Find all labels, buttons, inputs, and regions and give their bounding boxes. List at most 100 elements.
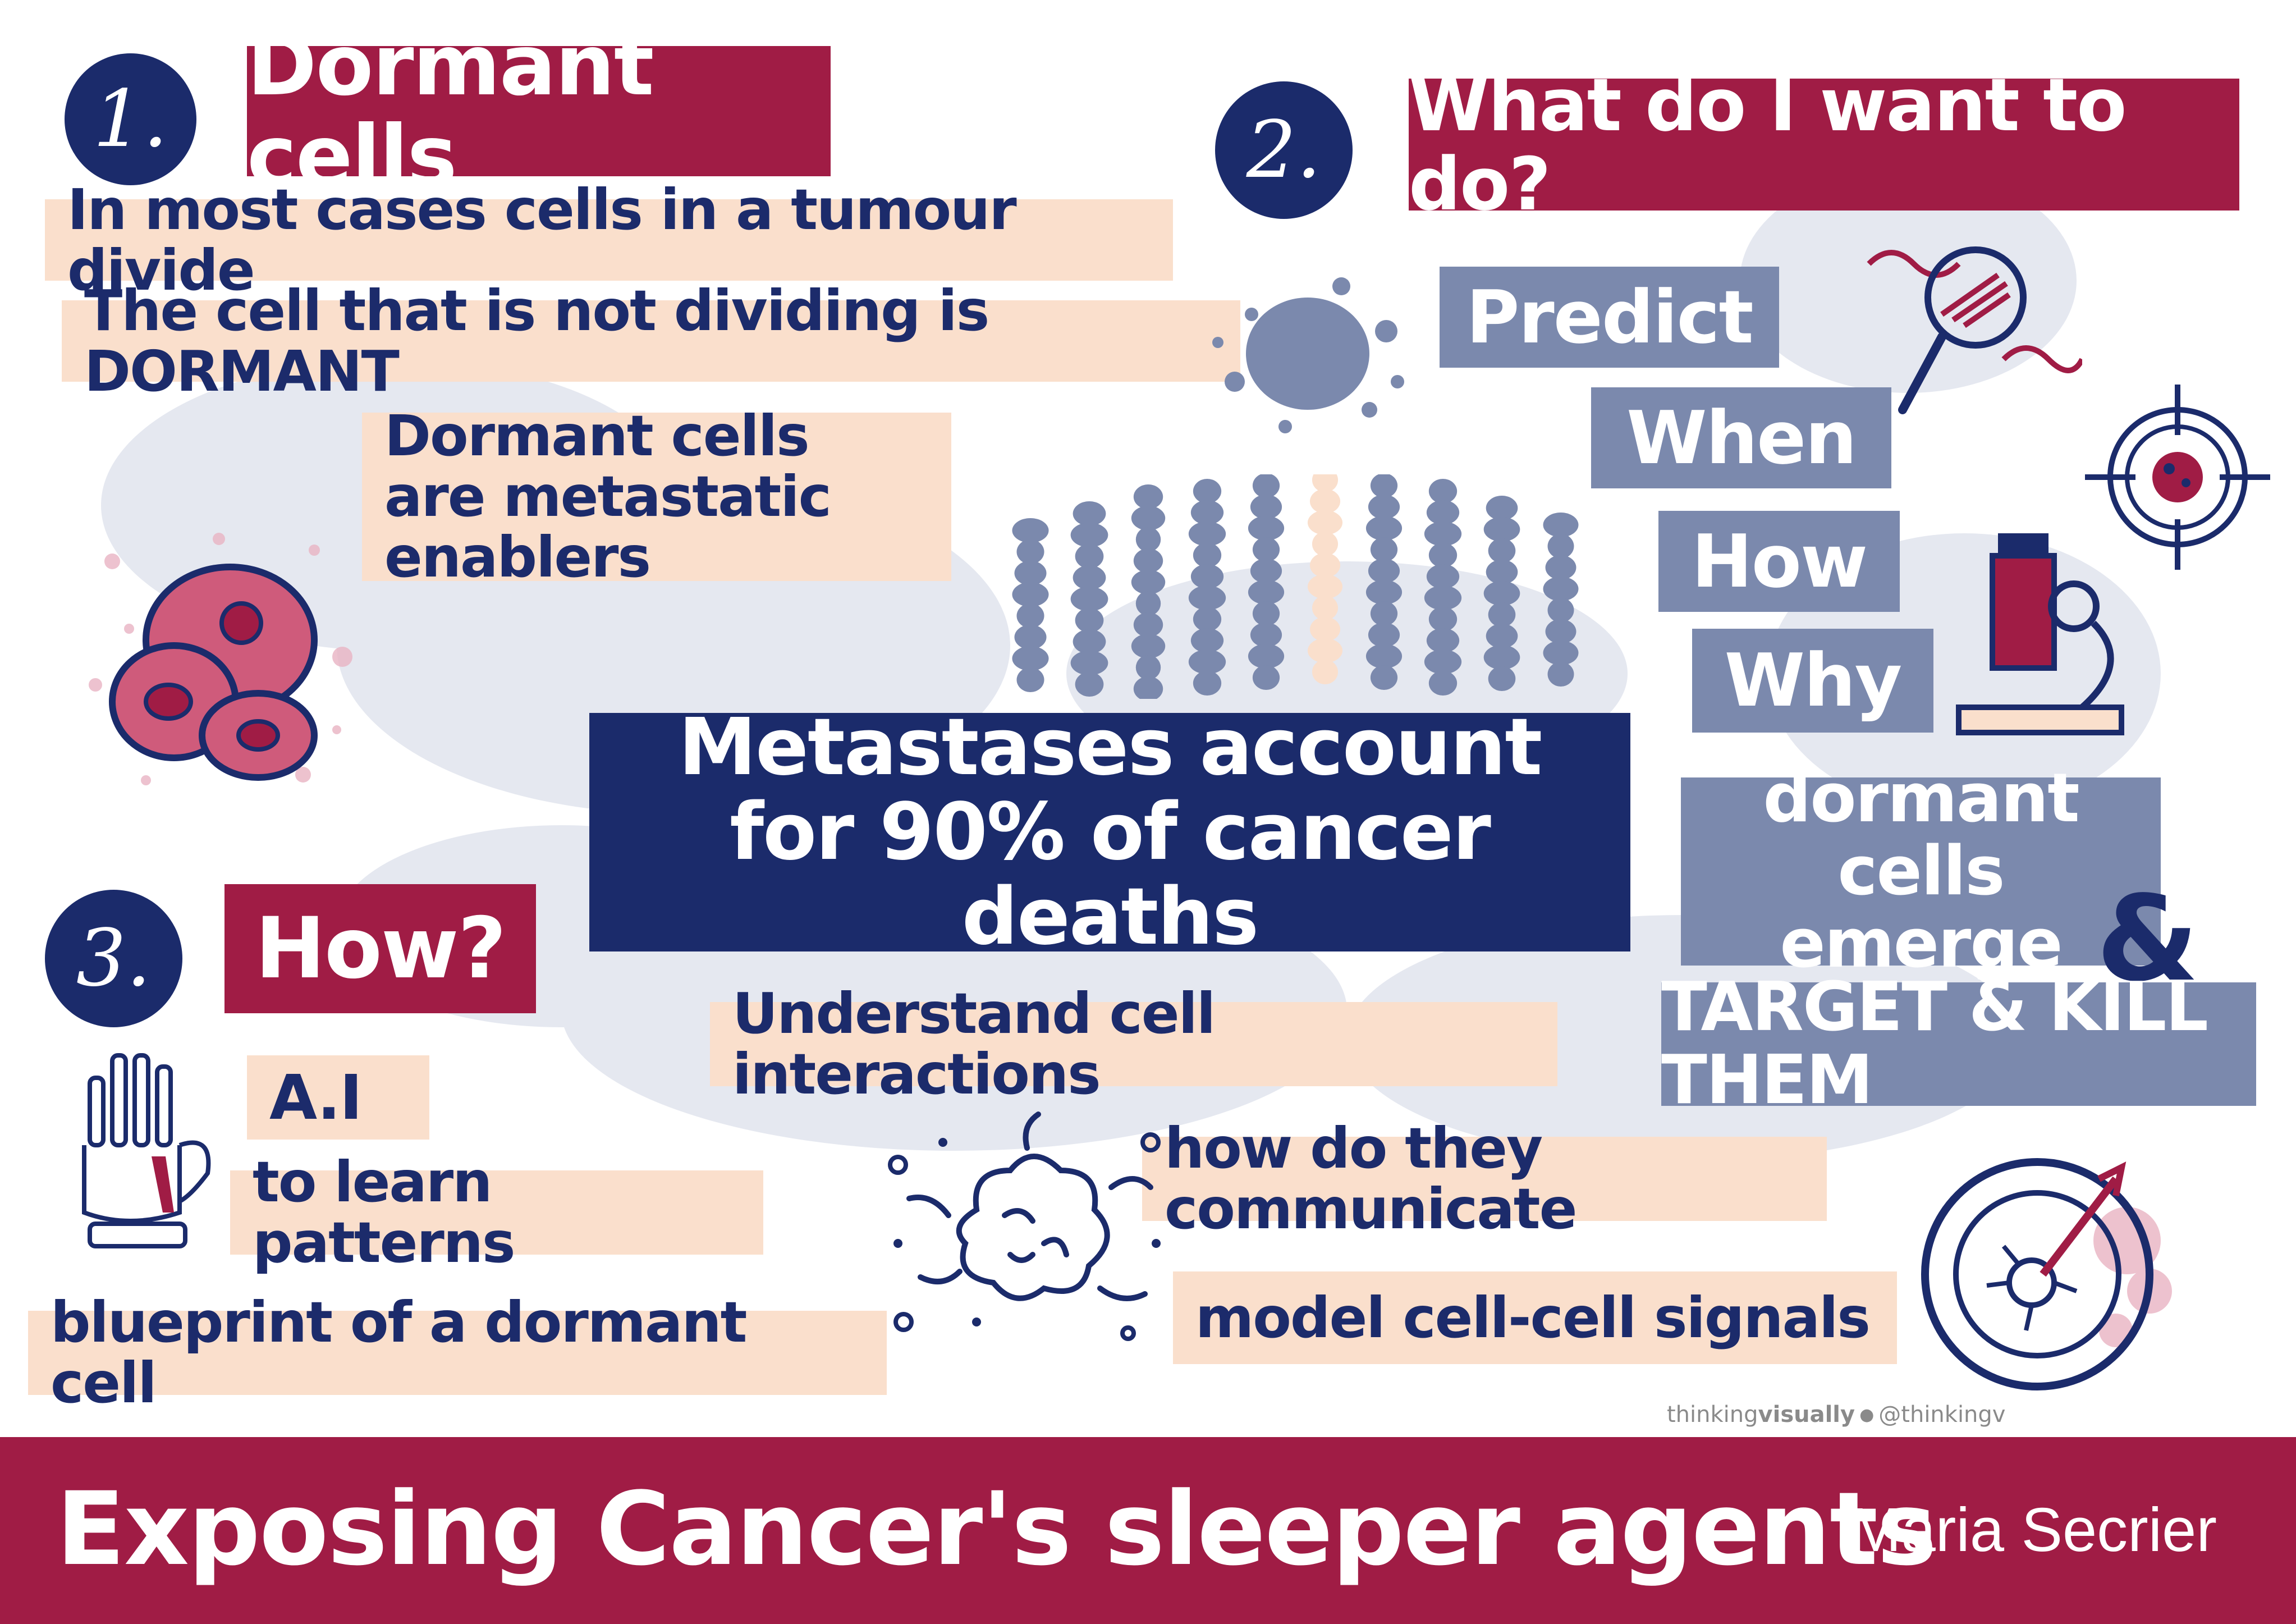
footer-title: Exposing Cancer's sleeper agents [56, 1470, 1937, 1588]
column-bead [1547, 662, 1574, 687]
microscope-icon [1956, 533, 2124, 735]
column-bead [1486, 624, 1518, 648]
column-bead [1252, 665, 1280, 690]
column-bead [1312, 474, 1339, 492]
column-bead [1133, 484, 1163, 509]
cell-columns-illustration [1012, 474, 1579, 699]
note-cells-divide: In most cases cells in a tumour divide [45, 179, 1173, 300]
blueprint-note: blueprint of a dormant cell [28, 1292, 887, 1413]
column-bead [1307, 638, 1343, 663]
column-bead [1428, 607, 1458, 632]
column-bead [1426, 500, 1460, 525]
column-bead [1547, 534, 1574, 559]
column-bead [1309, 489, 1341, 514]
robot-hand-icon [82, 1053, 211, 1248]
how-label: How [1658, 511, 1900, 612]
column-bead [1135, 655, 1161, 680]
column-bead [1016, 539, 1044, 564]
communicate-note: how do they communicate [1142, 1118, 1827, 1239]
column-bead [1428, 543, 1458, 568]
column-bead [1014, 561, 1047, 585]
column-bead [1012, 646, 1049, 671]
credit-brand-light: thinking [1667, 1402, 1758, 1428]
column-bead [1428, 479, 1458, 504]
column-bead [1188, 585, 1226, 610]
section-3-number-badge: 3. [45, 890, 182, 1027]
learn-patterns-note: to learn patterns [230, 1152, 763, 1273]
section-1-number-badge: 1. [65, 53, 196, 185]
column-bead [1252, 474, 1280, 498]
column-bead [1250, 623, 1282, 647]
column-bead [1547, 598, 1574, 623]
column-bead [1075, 672, 1104, 697]
center-statement: Metastases account for 90% of cancer dea… [589, 705, 1630, 959]
column-bead [1365, 516, 1403, 541]
column-bead [1131, 634, 1166, 658]
column-bead [1365, 644, 1403, 669]
column-bead [1424, 521, 1462, 546]
column-bead [1075, 608, 1104, 633]
footer-bar: Exposing Cancer's sleeper agents Maria S… [0, 1437, 2296, 1624]
column-bead [1250, 495, 1282, 519]
column-bead [1370, 537, 1398, 562]
column-bead [1070, 523, 1108, 547]
column-bead [1193, 543, 1222, 568]
column-bead [1193, 671, 1222, 696]
column-bead [1488, 602, 1516, 627]
column-bead [1070, 587, 1108, 611]
column-bead [1312, 596, 1339, 620]
column-bead [1135, 527, 1161, 552]
column-bead [1309, 553, 1341, 578]
column-bead [1545, 555, 1577, 580]
column-bead [1248, 516, 1285, 541]
column-bead [1545, 619, 1577, 644]
column-bead [1424, 649, 1462, 674]
section-3-title: How? [224, 884, 536, 1013]
column-bead [1193, 479, 1222, 504]
column-bead [1368, 559, 1400, 583]
ai-note: A.I [247, 1055, 429, 1140]
note-metastatic-enablers: Dormant cells are metastatic enablers [362, 406, 951, 588]
column-bead [1486, 496, 1518, 520]
column-bead [1307, 574, 1343, 599]
column-bead [1131, 570, 1166, 594]
column-bead [1365, 580, 1403, 605]
footer-author: Maria Secrier [1849, 1495, 2217, 1564]
column-bead [1014, 625, 1047, 649]
column-bead [1190, 564, 1224, 589]
model-signals-note: model cell-cell signals [1173, 1271, 1897, 1364]
why-label: Why [1692, 629, 1933, 733]
column-bead [1073, 565, 1106, 590]
ampersand: & [2096, 870, 2199, 1008]
dna-magnifier-icon [1867, 246, 2082, 414]
section-2-title: What do I want to do? [1409, 66, 2239, 223]
column-bead [1368, 495, 1400, 519]
column-bead [1190, 628, 1224, 653]
column-bead [1016, 667, 1044, 692]
column-bead [1248, 644, 1285, 669]
column-bead [1543, 577, 1579, 601]
column-bead [1188, 649, 1226, 674]
dormant-cells-illustration [89, 533, 352, 785]
cell-signalling-icon [888, 1111, 1161, 1341]
column-bead [1133, 548, 1163, 573]
target-crosshair-icon [2085, 385, 2270, 570]
column-bead [1370, 665, 1398, 690]
column-bead [1190, 500, 1224, 525]
column-bead [1488, 538, 1516, 563]
column-bead [1248, 580, 1285, 605]
column-bead [1012, 582, 1049, 607]
column-bead [1424, 585, 1462, 610]
dot-icon: ● [1859, 1405, 1875, 1425]
column-bead [1252, 601, 1280, 626]
column-bead [1483, 645, 1520, 670]
cell-splatter-icon [1212, 277, 1404, 433]
column-bead [1073, 629, 1106, 654]
column-bead [1188, 521, 1226, 546]
column-bead [1370, 601, 1398, 626]
understand-interactions-note: Understand cell interactions [710, 983, 1557, 1105]
column-bead [1133, 676, 1163, 699]
section-3-number: 3. [76, 913, 152, 1004]
credit-handle: @thinkingv [1878, 1402, 2006, 1428]
